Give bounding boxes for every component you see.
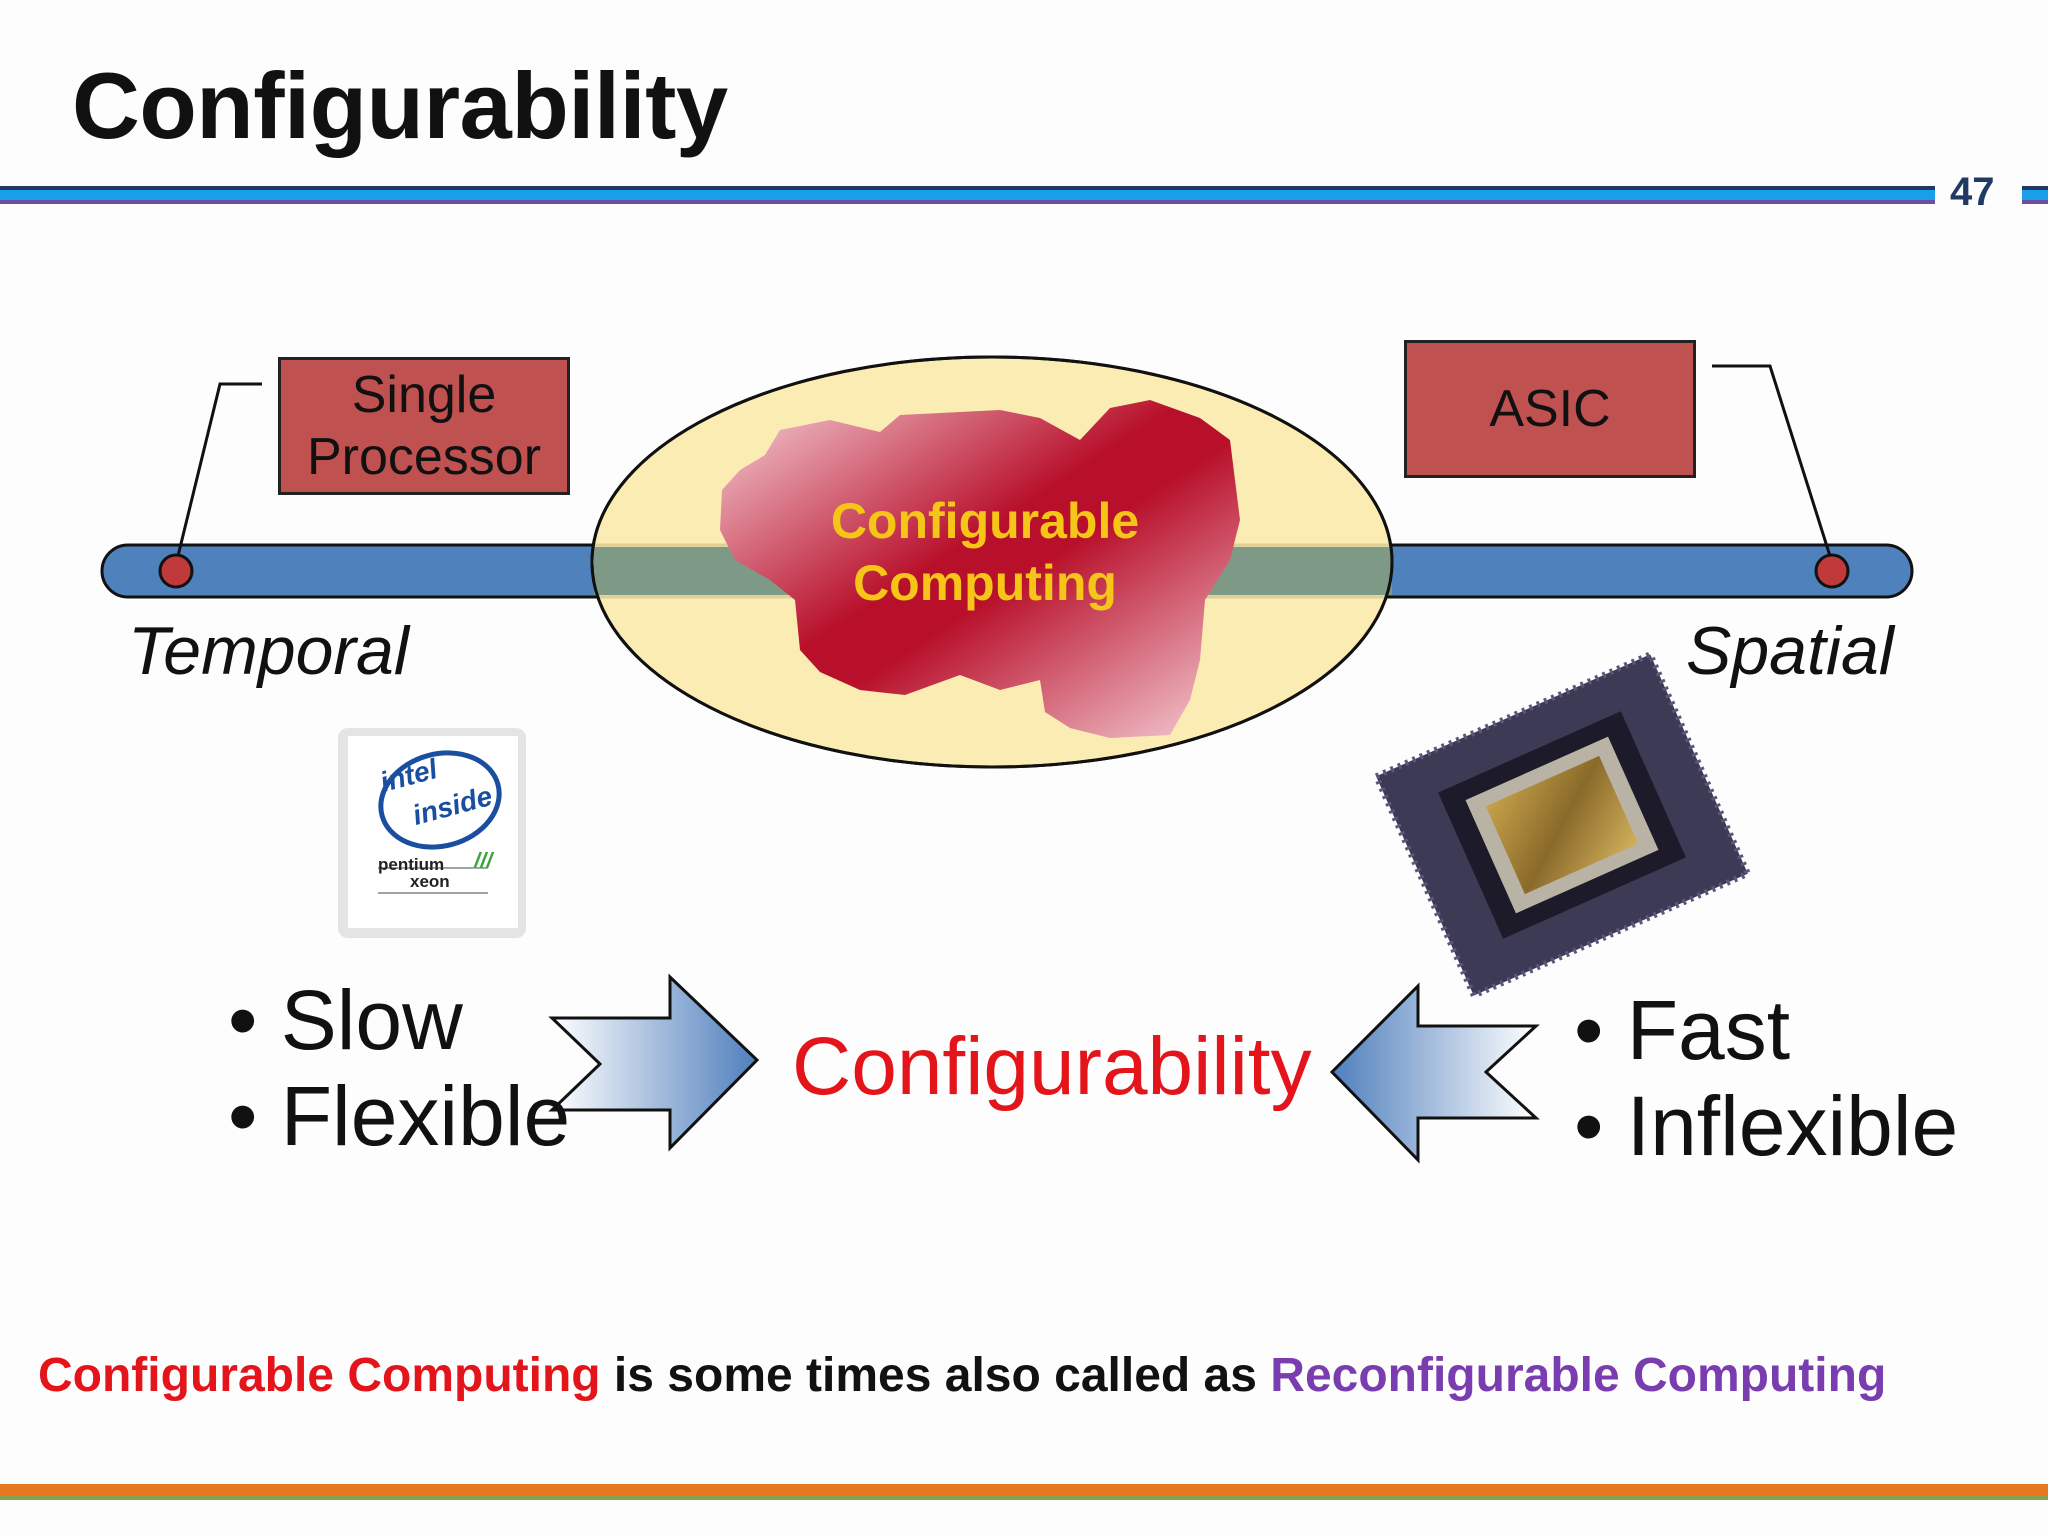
- footnote-term: Configurable Computing: [38, 1349, 601, 1402]
- list-item: • Fast: [1574, 983, 1791, 1077]
- cloud-blob: [720, 400, 1240, 738]
- intel-inside-pentium-logo: [338, 728, 526, 938]
- right-callout-line: [1712, 364, 1832, 557]
- asic-label: ASIC: [1489, 380, 1611, 438]
- page-title: Configurability: [72, 53, 728, 158]
- footer-rule: [0, 1484, 2048, 1500]
- single-processor-line2: Processor: [306, 428, 542, 486]
- header-rule: [0, 186, 2048, 204]
- cloud-label: Configurable Computing: [790, 490, 1180, 614]
- xeon-text: xeon: [410, 872, 450, 891]
- footnote-alt-term: Reconfigurable Computing: [1270, 1349, 1887, 1402]
- cpu-chip-package-icon: [1372, 650, 1752, 1000]
- temporal-dot: [158, 553, 194, 589]
- page-number: 47: [1950, 170, 1995, 214]
- single-processor-line1: Single: [351, 366, 497, 424]
- cloud-label-line2: Computing: [853, 555, 1117, 611]
- asic-box: ASIC: [1404, 340, 1696, 478]
- temporal-label: Temporal: [128, 613, 409, 689]
- cloud-label-line1: Configurable: [830, 493, 1140, 549]
- pentium-text: pentium: [378, 855, 445, 874]
- list-item: • Inflexible: [1574, 1079, 1959, 1173]
- list-item: • Slow: [228, 973, 463, 1067]
- arrow-left-icon: [1329, 982, 1540, 1164]
- spatial-dot: [1814, 553, 1850, 589]
- single-processor-box: Single Processor: [278, 357, 570, 495]
- right-bullet-list: • Fast • Inflexible: [1574, 982, 1958, 1174]
- left-bullet-list: • Slow • Flexible: [228, 972, 570, 1164]
- footnote: Configurable Computing is some times als…: [38, 1348, 1886, 1403]
- pentium-accent: ///: [474, 848, 493, 873]
- footnote-connector: is some times also called as: [600, 1349, 1271, 1402]
- list-item: • Flexible: [228, 1069, 571, 1163]
- center-label: Configurability: [792, 1021, 1312, 1112]
- spatial-label: Spatial: [1686, 613, 1894, 689]
- left-callout-line: [176, 382, 262, 557]
- arrow-right-icon: [548, 973, 760, 1152]
